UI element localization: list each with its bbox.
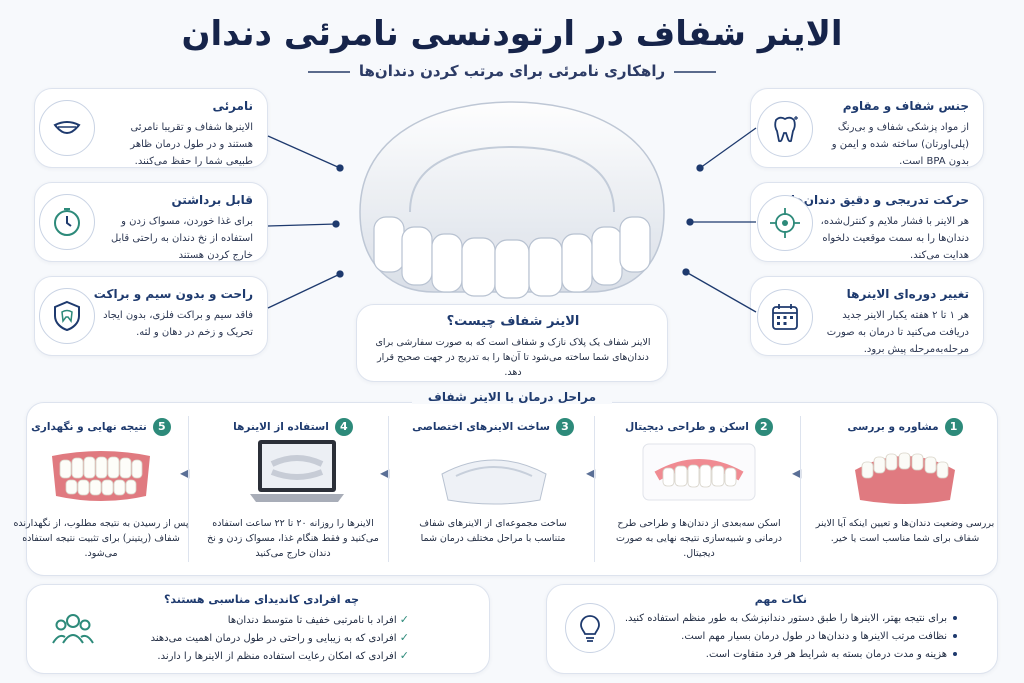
step-divider	[800, 416, 801, 562]
note-item: برای نتیجه بهتر، الاینرها را طبق دستور د…	[625, 613, 957, 624]
notes-title: نکات مهم	[754, 593, 807, 606]
page-title: الاینر شفاف در ارتودنسی نامرئی دندان	[181, 14, 843, 54]
step-desc: اسکن سه‌بعدی از دندان‌ها و طراحی طرح درم…	[615, 518, 783, 559]
what-desc: الاینر شفاف یک پلاک نازک و شفاف است که ب…	[375, 337, 651, 378]
feature-card-periodic: تغییر دوره‌ای الاینرها هر ۱ تا ۲ هفته یک…	[750, 276, 984, 356]
candidates-box: چه افرادی کاندیدای مناسبی هستند؟ ✓ افراد…	[26, 584, 490, 674]
feature-title: حرکت تدریجی و دقیق دندان‌ها	[790, 193, 969, 207]
step-arrow-icon: ◀	[180, 466, 190, 480]
steps-title: مراحل درمان با الاینر شفاف	[412, 390, 612, 404]
step-divider	[594, 416, 595, 562]
step-4: 4 استفاده از الاینرها الاینرها را روزانه …	[198, 410, 388, 570]
feature-desc: هر ۱ تا ۲ هفته یکبار الاینر جدید دریافت …	[826, 310, 969, 355]
what-is-aligner-box: الاینر شفاف چیست؟ الاینر شفاف یک پلاک نا…	[356, 304, 668, 382]
step-divider	[188, 416, 189, 562]
feature-title: تغییر دوره‌ای الاینرها	[846, 287, 969, 301]
feature-card-invisible: نامرئی الاینرها شفاف و تقریبا نامرئی هست…	[34, 88, 268, 168]
smile-icon	[39, 100, 95, 156]
feature-desc: برای غذا خوردن، مسواک زدن و استفاده از ن…	[111, 216, 253, 261]
step-desc: ساخت مجموعه‌ای از الاینرهای شفاف متناسب …	[419, 518, 567, 544]
step-number: 1	[944, 417, 963, 436]
note-item: هزینه و مدت درمان بسته به شرایط هر فرد م…	[706, 649, 957, 660]
step-divider	[388, 416, 389, 562]
step-2: 2 اسکن و طراحی دیجیتال اسکن سه‌بعدی از دن…	[604, 410, 794, 570]
step-arrow-icon: ◀	[586, 466, 596, 480]
step-title: نتیجه نهایی و نگهداری	[31, 420, 147, 433]
subtitle-text: راهکاری نامرئی برای مرتب کردن دندان‌ها	[358, 62, 666, 80]
step-title: استفاده از الاینرها	[233, 420, 329, 433]
subtitle-line-left	[308, 71, 350, 73]
step-number: 3	[555, 417, 574, 436]
lightbulb-icon	[565, 603, 615, 653]
model-image	[52, 451, 150, 501]
feature-title: قابل برداشتن	[171, 193, 254, 207]
aligner-set-image	[441, 459, 547, 505]
candidate-item: ✓ افراد با نامرتبی خفیف تا متوسط دندان‌ه…	[227, 613, 409, 626]
calendar-icon	[757, 289, 813, 345]
feature-card-removable: قابل برداشتن برای غذا خوردن، مسواک زدن و…	[34, 182, 268, 262]
shield-tooth-icon	[39, 288, 95, 344]
step-3: 3 ساخت الاینرهای اختصاصی ساخت مجموعه‌ای ا…	[398, 410, 588, 570]
tooth-sparkle-icon	[757, 101, 813, 157]
feature-title: راحت و بدون سیم و براکت	[93, 287, 253, 301]
page-subtitle: راهکاری نامرئی برای مرتب کردن دندان‌ها	[308, 62, 716, 80]
feature-title: نامرئی	[212, 99, 253, 113]
step-number: 2	[754, 417, 773, 436]
step-number: 5	[152, 417, 171, 436]
feature-title: جنس شفاف و مقاوم	[842, 99, 969, 113]
candidate-item: ✓ افرادی که امکان رعایت استفاده منظم از …	[157, 649, 409, 662]
step-5: 5 نتیجه نهایی و نگهداری پس از رسیدن به نت…	[6, 410, 196, 570]
step-title: ساخت الاینرهای اختصاصی	[412, 420, 550, 433]
feature-desc: فاقد سیم و براکت فلزی، بدون ایجاد تحریک …	[103, 310, 253, 338]
feature-desc: هر الاینر با فشار ملایم و کنترل‌شده، دند…	[820, 216, 969, 261]
step-number: 4	[334, 417, 353, 436]
step-title: اسکن و طراحی دیجیتال	[625, 420, 749, 433]
what-title: الاینر شفاف چیست؟	[446, 314, 580, 329]
laptop-scan-image	[250, 440, 344, 502]
lower-jaw-image	[855, 452, 955, 504]
notes-box: نکات مهم برای نتیجه بهتر، الاینرها را طب…	[546, 584, 998, 674]
step-1: 1 مشاوره و بررسی بررسی وضعیت دندان‌ها و ت…	[810, 410, 1000, 570]
note-item: نظافت مرتب الاینرها و دندان‌ها در طول در…	[681, 631, 957, 642]
aligner-illustration	[359, 101, 665, 299]
step-desc: بررسی وضعیت دندان‌ها و تعیین اینکه آیا ا…	[815, 518, 995, 544]
step-title: مشاوره و بررسی	[847, 420, 939, 433]
feature-card-material: جنس شفاف و مقاوم از مواد پزشکی شفاف و بی…	[750, 88, 984, 168]
feature-desc: از مواد پزشکی شفاف و بی‌رنگ (پلی‌اورتان)…	[831, 122, 969, 167]
people-icon	[51, 609, 95, 649]
feature-desc: الاینرها شفاف و تقریبا نامرئی هستند و در…	[130, 122, 253, 167]
subtitle-line-right	[674, 71, 716, 73]
step-desc: پس از رسیدن به نتیجه مطلوب، از نگهدارنده…	[13, 518, 189, 559]
candidates-title: چه افرادی کاندیدای مناسبی هستند؟	[164, 593, 359, 606]
feature-card-comfortable: راحت و بدون سیم و براکت فاقد سیم و براکت…	[34, 276, 268, 356]
feature-card-movement: حرکت تدریجی و دقیق دندان‌ها هر الاینر با…	[750, 182, 984, 262]
target-icon	[757, 195, 813, 251]
step-arrow-icon: ◀	[380, 466, 390, 480]
step-desc: الاینرها را روزانه ۲۰ تا ۲۲ ساعت استفاده…	[207, 518, 379, 559]
teeth-image	[642, 443, 756, 501]
clock-icon	[39, 194, 95, 250]
step-arrow-icon: ◀	[792, 466, 802, 480]
candidate-item: ✓ افرادی که به زیبایی و راحتی در طول درم…	[150, 631, 409, 644]
